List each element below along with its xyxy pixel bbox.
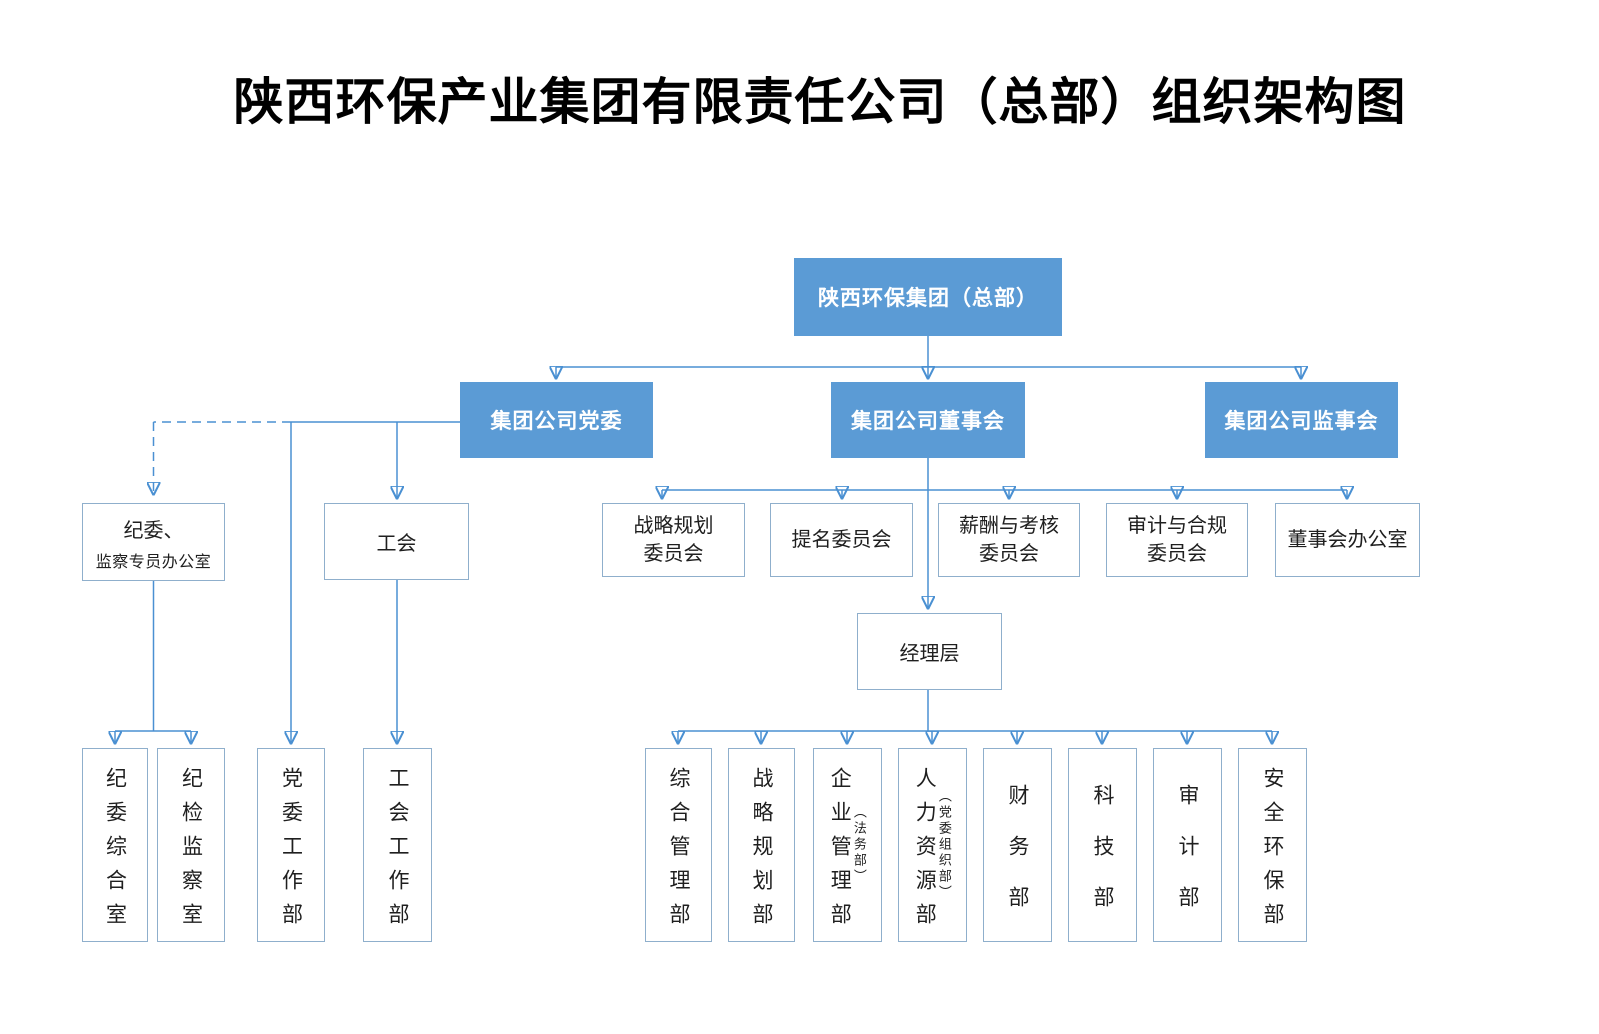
party-committee-work-dept-label: 党委工作部: [279, 766, 303, 937]
org-node-labor-union: 工会: [324, 503, 469, 580]
human-resources-dept-annotation: （党委组织部）: [936, 789, 952, 901]
org-node-nomination-committee: 提名委员会: [770, 503, 913, 577]
compensation-assessment-committee-line2: 委员会: [979, 543, 1039, 565]
enterprise-management-dept-annotation: （法务部）: [851, 805, 867, 885]
org-node-board-of-directors: 集团公司董事会: [831, 382, 1025, 458]
org-node-union-work-dept: 工会工作部: [363, 748, 432, 942]
compensation-assessment-committee-line1: 薪酬与考核: [959, 515, 1059, 537]
human-resources-dept-label: 人力资源部: [913, 766, 937, 937]
org-node-root: 陕西环保集团（总部）: [794, 258, 1062, 336]
org-node-finance-dept: 财务部: [983, 748, 1052, 942]
strategy-planning-committee-line2: 委员会: [643, 543, 704, 565]
audit-dept-label: 审计部: [1176, 783, 1200, 937]
finance-dept-label: 财务部: [1006, 783, 1030, 937]
org-node-discipline-office: 纪委、 监察专员办公室: [82, 503, 225, 581]
org-node-compensation-assessment-committee: 薪酬与考核 委员会: [938, 503, 1080, 577]
board-of-directors-label: 集团公司董事会: [851, 410, 1005, 433]
org-node-audit-compliance-committee: 审计与合规 委员会: [1106, 503, 1248, 577]
org-node-root-label: 陕西环保集团（总部）: [818, 287, 1038, 310]
org-node-supervisory-board: 集团公司监事会: [1205, 382, 1398, 458]
union-work-dept-label: 工会工作部: [386, 766, 410, 937]
org-node-party-committee-work-dept: 党委工作部: [257, 748, 325, 942]
enterprise-management-dept-label: 企业管理部: [828, 766, 852, 937]
org-node-strategy-planning-committee: 战略规划 委员会: [602, 503, 745, 577]
org-node-board-office: 董事会办公室: [1275, 503, 1420, 577]
page-title: 陕西环保产业集团有限责任公司（总部）组织架构图: [233, 74, 1407, 130]
science-technology-dept-label: 科技部: [1091, 783, 1115, 937]
org-node-discipline-inspection-office: 纪检监察室: [157, 748, 225, 942]
board-office-line1: 董事会办公室: [1287, 529, 1408, 551]
labor-union-label: 工会: [376, 533, 417, 555]
discipline-office-line1: 纪委、: [123, 520, 184, 542]
org-node-party-committee: 集团公司党委: [460, 382, 653, 458]
org-node-management-level: 经理层: [857, 613, 1002, 690]
strategy-planning-dept-label: 战略规划部: [750, 766, 774, 937]
org-node-strategy-planning-dept: 战略规划部: [728, 748, 795, 942]
org-node-general-management-dept: 综合管理部: [645, 748, 712, 942]
party-committee-label: 集团公司党委: [490, 410, 623, 433]
discipline-general-office-label: 纪委综合室: [103, 766, 127, 937]
org-node-discipline-general-office: 纪委综合室: [82, 748, 148, 942]
discipline-inspection-office-label: 纪检监察室: [179, 766, 203, 937]
audit-compliance-committee-line2: 委员会: [1147, 543, 1207, 565]
safety-environment-dept-label: 安全环保部: [1261, 766, 1285, 937]
strategy-planning-committee-line1: 战略规划: [633, 515, 714, 537]
org-node-human-resources-dept: 人力资源部 （党委组织部）: [898, 748, 967, 942]
org-node-enterprise-management-dept: 企业管理部 （法务部）: [813, 748, 882, 942]
discipline-office-line2: 监察专员办公室: [95, 554, 212, 571]
org-node-science-technology-dept: 科技部: [1068, 748, 1137, 942]
general-management-dept-label: 综合管理部: [667, 766, 691, 937]
audit-compliance-committee-line1: 审计与合规: [1127, 515, 1227, 537]
management-level-label: 经理层: [899, 643, 960, 665]
supervisory-board-label: 集团公司监事会: [1224, 410, 1379, 433]
org-node-audit-dept: 审计部: [1153, 748, 1222, 942]
org-node-safety-environment-dept: 安全环保部: [1238, 748, 1307, 942]
nomination-committee-line1: 提名委员会: [791, 529, 892, 551]
